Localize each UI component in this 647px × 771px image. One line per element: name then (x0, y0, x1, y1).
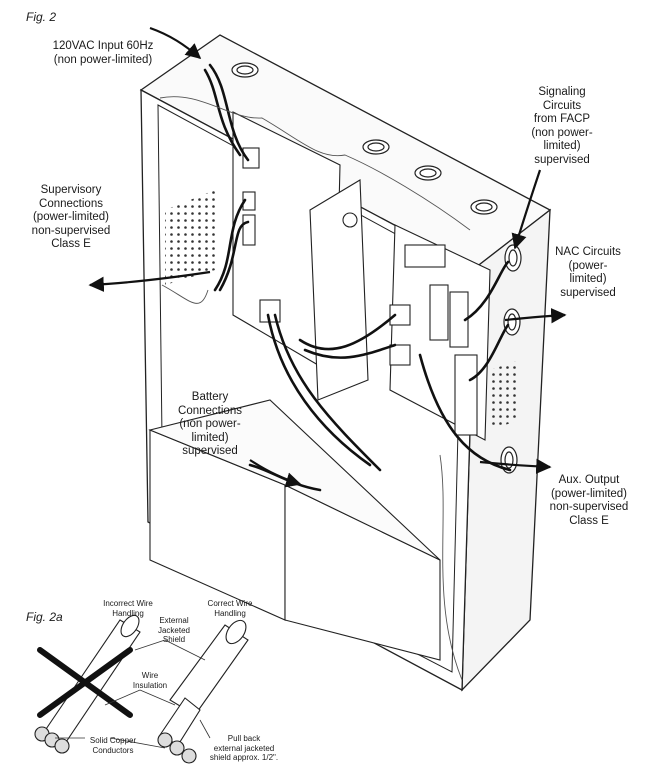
label-line: supervised (182, 445, 238, 457)
label-line: external jacketed (213, 743, 275, 753)
inset-label-pullback: Pull back external jacketed shield appro… (198, 734, 290, 763)
label-line: Class E (569, 514, 609, 527)
label-line: limited) (543, 140, 581, 152)
battery-arrow-1 (249, 459, 302, 488)
label-line: supervised (534, 153, 590, 166)
ac-input-arrow (149, 26, 202, 60)
wires (203, 63, 512, 492)
label-line: non-supervised (31, 224, 111, 237)
label-line: (power-limited) (32, 211, 110, 223)
inset-label-insulation: Wire Insulation (125, 671, 175, 690)
label-line: Insulation (132, 680, 168, 690)
label-line: Jacketed (157, 625, 191, 635)
label-line: Connections (39, 197, 103, 210)
label-line: Correct Wire (207, 599, 253, 608)
label-line: 120VAC Input 60Hz (52, 40, 154, 52)
label-line: Incorrect Wire (103, 599, 153, 608)
label-line: Supervisory (40, 184, 102, 196)
cable-sheaths (159, 96, 471, 681)
ventilation-grids (165, 190, 520, 430)
figure-title-inset: Fig. 2a (26, 610, 63, 624)
label-line: (non power-limited) (53, 53, 153, 66)
label-line: Battery (191, 391, 229, 403)
label-line: Signaling (538, 86, 586, 98)
label-signaling: Signaling Circuits from FACP (non power-… (512, 86, 612, 167)
label-supervisory: Supervisory Connections (power-limited) … (16, 184, 126, 252)
label-battery: Battery Connections (non power- limited)… (160, 391, 260, 459)
label-line: NAC Circuits (555, 246, 621, 258)
label-line: supervised (560, 286, 616, 299)
label-line: Handling (112, 608, 144, 618)
power-supply-bracket (309, 179, 369, 401)
nac-arrow (504, 308, 567, 324)
label-line: shield approx. 1/2". (209, 753, 279, 762)
supervisory-arrow (88, 270, 211, 292)
label-line: Solid Copper (89, 736, 137, 745)
label-line: External (159, 616, 189, 625)
inset-leader-lines (55, 639, 211, 749)
top-knockouts (231, 62, 498, 215)
inset-label-correct: Correct Wire Handling (190, 599, 270, 618)
inset-correct-cable (157, 619, 249, 764)
callout-arrows (88, 26, 567, 488)
label-line: (power- (568, 259, 608, 272)
label-line: limited) (191, 431, 229, 444)
inset-label-incorrect: Incorrect Wire Handling (88, 599, 168, 618)
figure-title-main: Fig. 2 (26, 10, 57, 24)
label-nac: NAC Circuits (power- limited) supervised (540, 246, 636, 300)
label-line: limited) (569, 273, 607, 285)
inset-label-jacket: External Jacketed Shield (148, 616, 200, 645)
inset-label-conductors: Solid Copper Conductors (78, 736, 148, 755)
inset-x-mark (37, 647, 133, 718)
label-ac-input: 120VAC Input 60Hz (non power-limited) (28, 40, 178, 67)
label-line: from FACP (533, 113, 591, 125)
label-line: (power-limited) (550, 487, 628, 500)
label-aux: Aux. Output (power-limited) non-supervis… (536, 474, 642, 528)
label-line: Shield (162, 635, 186, 644)
aux-arrow (479, 458, 552, 474)
label-line: Wire (141, 671, 159, 680)
label-line: Conductors (92, 745, 134, 755)
label-line: (non power- (531, 126, 593, 139)
label-line: Circuits (542, 99, 582, 112)
label-line: Pull back (227, 734, 261, 743)
signaling-arrow (511, 169, 542, 250)
label-line: Connections (178, 404, 242, 417)
label-line: Class E (51, 238, 91, 250)
label-line: Handling (214, 608, 246, 618)
label-line: Aux. Output (558, 474, 620, 486)
label-line: (non power- (179, 418, 241, 430)
label-line: non-supervised (549, 501, 629, 513)
